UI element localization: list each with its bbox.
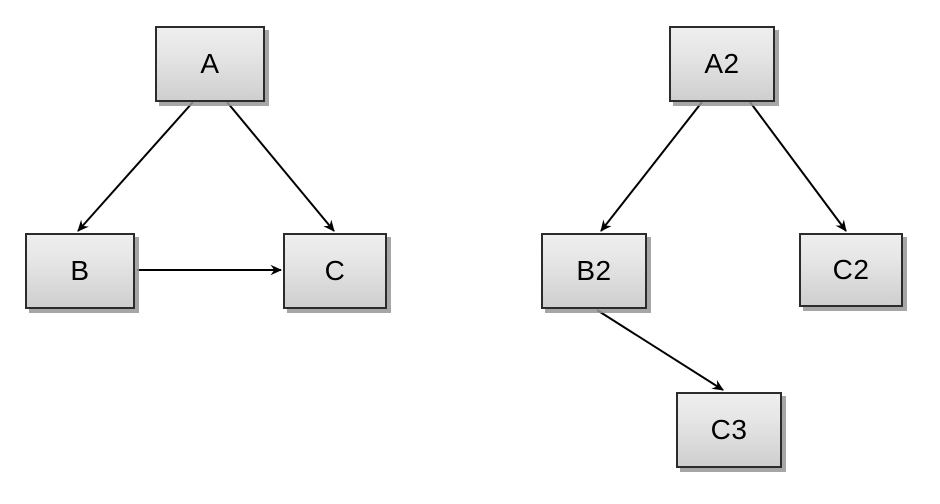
edge-a-to-c — [226, 101, 335, 232]
node-label-c: C — [324, 255, 346, 286]
edge-a-to-b — [77, 101, 194, 232]
node-label-b: B — [70, 255, 90, 286]
node-c2[interactable]: C2 — [799, 233, 903, 307]
node-label-a: A — [200, 48, 220, 79]
node-label-a2: A2 — [704, 48, 740, 79]
edges-group — [77, 101, 847, 391]
edge-a2-to-c2 — [749, 101, 847, 232]
node-c3[interactable]: C3 — [676, 392, 782, 468]
node-label-c2: C2 — [832, 254, 870, 285]
node-c[interactable]: C — [283, 233, 387, 309]
node-label-b2: B2 — [576, 255, 612, 286]
node-label-c3: C3 — [710, 414, 748, 445]
node-b2[interactable]: B2 — [541, 233, 647, 309]
node-a[interactable]: A — [155, 26, 265, 102]
edge-b2-to-c3 — [596, 309, 724, 391]
node-a2[interactable]: A2 — [669, 26, 775, 102]
node-b[interactable]: B — [25, 233, 135, 309]
edge-a2-to-b2 — [600, 101, 703, 232]
